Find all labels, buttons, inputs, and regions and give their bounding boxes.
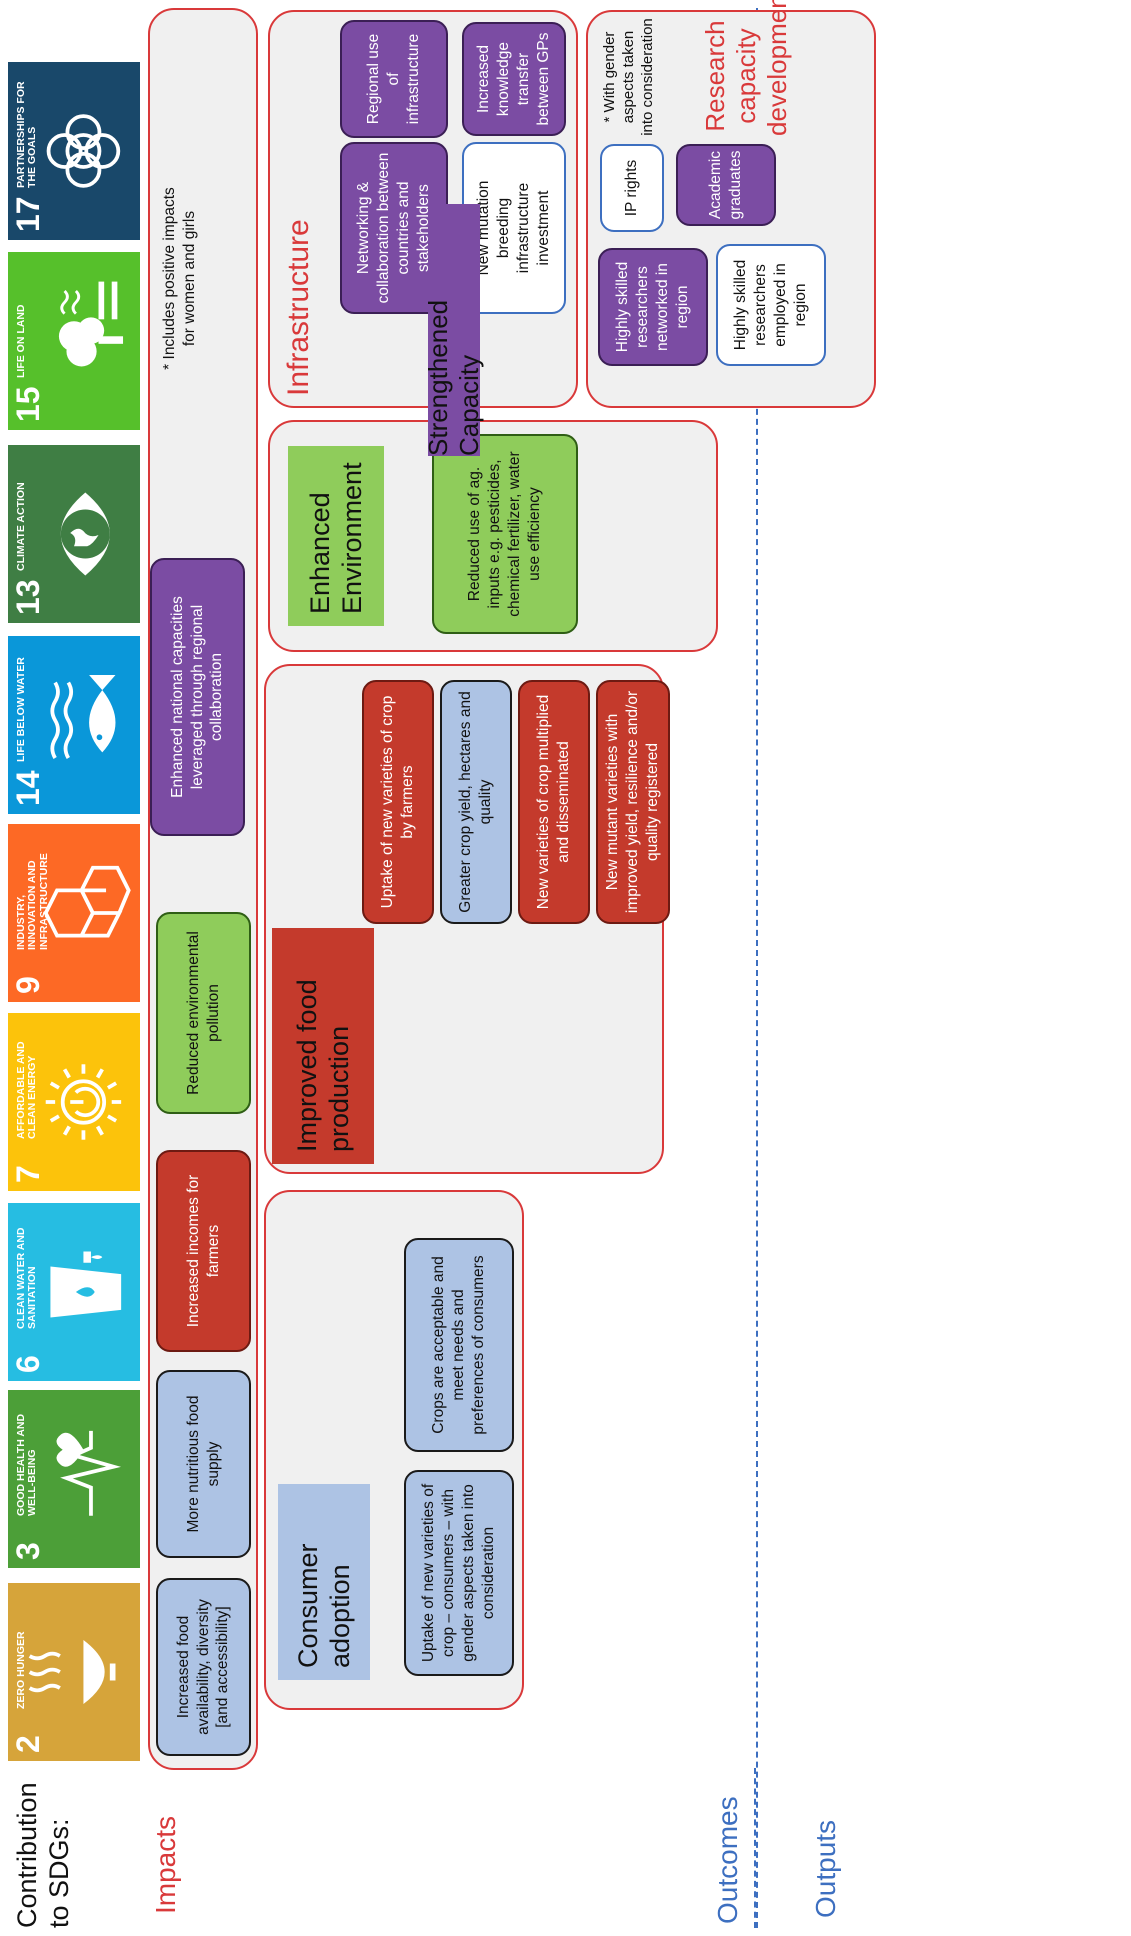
research-graduates: Academic graduates (676, 144, 776, 226)
impact-food-availability: Increased food availability, diversity [… (156, 1578, 251, 1756)
infra-regional-use: Regional use of infrastructure (340, 20, 448, 138)
outputs-label: Outputs (810, 1819, 841, 1918)
cubes-icon (43, 865, 131, 938)
impacts-label: Impacts (150, 1815, 181, 1914)
consumer-adoption-heading: Consumer adoption (278, 1484, 370, 1680)
research-ip-rights: IP rights (600, 144, 664, 232)
food-item-disseminated: New varieties of crop multiplied and dis… (518, 680, 590, 924)
research-gender-note: * With gender aspects taken into conside… (601, 18, 657, 136)
infra-knowledge-transfer: Increased knowledge transfer between GPs (462, 22, 566, 136)
impact-national-capacities: Enhanced national capacities leveraged t… (150, 558, 245, 836)
research-employed: Highly skilled researchers employed in r… (716, 244, 826, 366)
rings-icon (46, 114, 121, 188)
women-note: * Includes positive impacts for women an… (161, 187, 198, 370)
strengthened-capacity-tab: Strengthened Capacity (423, 204, 484, 456)
consumer-uptake: Uptake of new varieties of crop – consum… (404, 1470, 514, 1676)
heartbeat-icon (56, 1430, 122, 1516)
consumer-adoption-text: Consumer adoption (292, 1543, 355, 1668)
research-networked: Highly skilled researchers networked in … (598, 248, 708, 366)
food-production-text: Improved food production (291, 979, 354, 1152)
impact-incomes: Increased incomes for farmers (156, 1150, 251, 1352)
tree-icon (58, 281, 124, 367)
impact-nutritious-food: More nutritious food supply (156, 1370, 251, 1558)
fish-icon (50, 675, 116, 759)
consumer-acceptable: Crops are acceptable and meet needs and … (404, 1238, 514, 1452)
food-item-uptake: Uptake of new varieties of crop by farme… (362, 680, 434, 924)
sun-power-icon (45, 1064, 122, 1140)
food-item-registered: New mutant varieties with improved yield… (596, 680, 670, 924)
reduced-inputs: Reduced use of ag. inputs e.g. pesticide… (432, 434, 578, 634)
outcomes-label: Outcomes (712, 1796, 743, 1924)
impact-pollution: Reduced environmental pollution (156, 912, 251, 1114)
earth-eye-icon (60, 492, 110, 576)
environment-text: Enhanced Environment (304, 462, 367, 614)
research-title: Research capacity development (700, 0, 793, 136)
bowl-icon (28, 1639, 116, 1705)
food-production-heading: Improved food production (272, 928, 374, 1164)
food-item-yield: Greater crop yield, hectares and quality (440, 680, 512, 924)
environment-heading: Enhanced Environment (288, 446, 384, 626)
contribution-label: Contribution to SDGs: (12, 1782, 74, 1928)
strengthened-capacity-text: Strengthened Capacity (423, 299, 484, 456)
water-glass-icon (50, 1251, 122, 1318)
infrastructure-title: Infrastructure (282, 219, 315, 396)
